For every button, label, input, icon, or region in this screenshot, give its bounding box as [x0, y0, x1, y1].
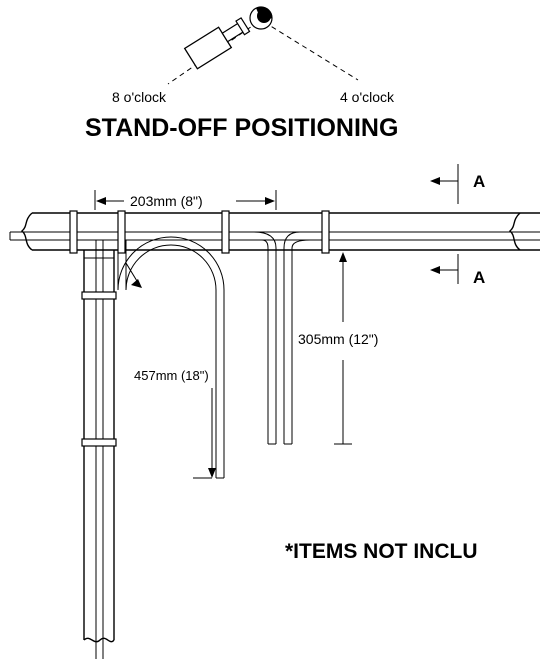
strap	[221, 210, 230, 254]
drop-short-dimension-label: 305mm (12")	[298, 331, 378, 347]
dimension-drop-long	[125, 262, 216, 479]
strap	[81, 438, 117, 447]
spacing-dimension-label: 203mm (8")	[130, 193, 203, 209]
heat-tape-main	[9, 231, 540, 241]
pipe-straps	[69, 210, 330, 447]
section-label-bottom: A	[473, 268, 485, 287]
heat-tape-loop	[117, 236, 225, 479]
4-oclock-guide-line	[263, 21, 359, 81]
heat-tape-drop	[253, 231, 311, 445]
section-label-top: A	[473, 172, 485, 191]
section-marker-top	[430, 164, 459, 204]
strap	[81, 291, 117, 300]
dimension-drop-short	[334, 252, 352, 445]
dimension-spacing	[94, 190, 277, 210]
8-oclock-label: 8 o'clock	[112, 89, 167, 105]
drop-long-dimension-label: 457mm (18")	[134, 368, 209, 383]
standoff-detail	[167, 6, 359, 85]
strap	[321, 210, 330, 254]
strap	[69, 210, 78, 254]
section-marker-bottom	[430, 254, 459, 284]
items-not-included-note: *ITEMS NOT INCLU	[285, 540, 478, 563]
4-oclock-label: 4 o'clock	[340, 89, 395, 105]
main-pipe	[20, 212, 540, 251]
standoff-bracket-icon	[183, 17, 251, 70]
strap	[117, 210, 126, 254]
vertical-pipe	[83, 240, 115, 659]
standoff-heading: STAND-OFF POSITIONING	[85, 114, 398, 142]
